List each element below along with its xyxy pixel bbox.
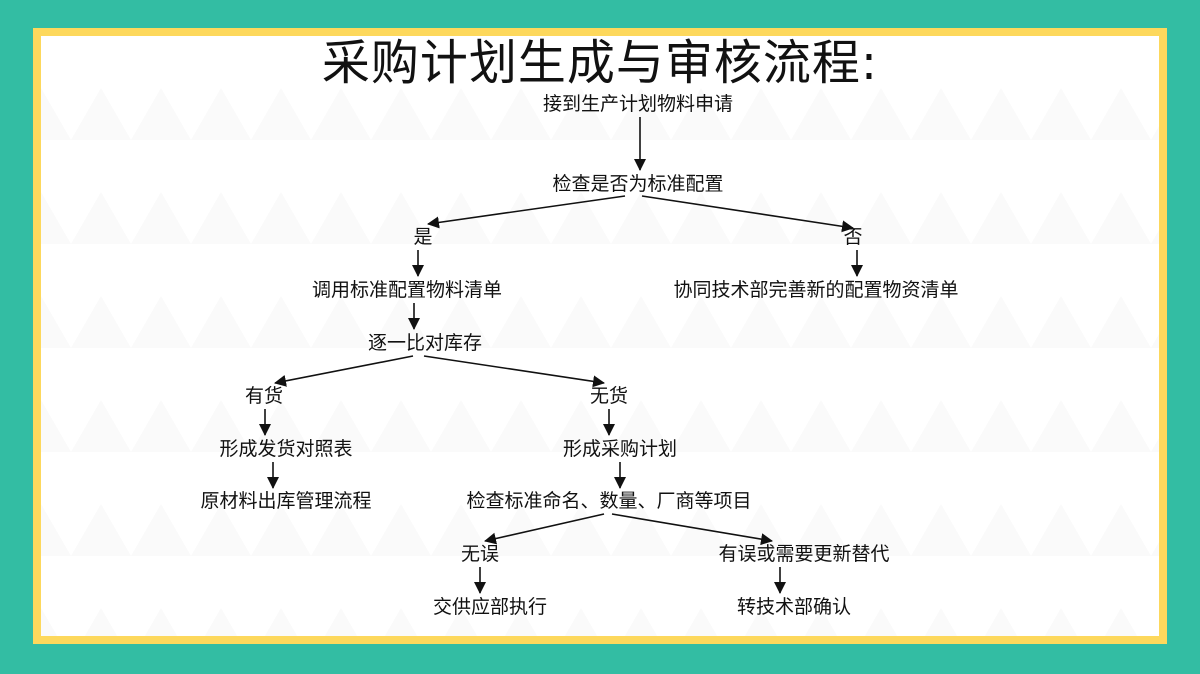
node-inspect-items: 检查标准命名、数量、厂商等项目 [466, 490, 751, 512]
node-no-error: 无误 [461, 543, 499, 565]
node-error-or-update: 有误或需要更新替代 [718, 543, 889, 565]
node-tech-config-list: 协同技术部完善新的配置物资清单 [673, 279, 958, 301]
node-delivery-table: 形成发货对照表 [219, 438, 352, 460]
node-purchase-plan: 形成采购计划 [563, 438, 677, 460]
node-supply-dept-execute: 交供应部执行 [433, 596, 547, 618]
node-in-stock: 有货 [245, 385, 283, 407]
node-tech-dept-confirm: 转技术部确认 [737, 596, 851, 618]
edge-inspect-to-ok [484, 513, 605, 545]
edge-inspect-to-error [611, 513, 773, 546]
node-branch-yes: 是 [413, 226, 432, 248]
node-branch-no: 否 [843, 226, 862, 248]
edge-check-to-no [641, 195, 854, 233]
slide-canvas [41, 36, 1159, 636]
edge-compare-to-none [423, 355, 605, 388]
node-production-request: 接到生产计划物料申请 [543, 93, 733, 115]
node-out-of-stock: 无货 [590, 385, 628, 407]
edge-compare-to-have [274, 355, 414, 387]
node-compare-inventory: 逐一比对库存 [368, 332, 482, 354]
page-title: 采购计划生成与审核流程: [321, 35, 879, 91]
node-standard-bom: 调用标准配置物料清单 [312, 279, 502, 301]
edge-check-to-yes [427, 195, 626, 229]
node-check-standard-config: 检查是否为标准配置 [552, 173, 723, 195]
node-material-outbound: 原材料出库管理流程 [200, 490, 371, 512]
